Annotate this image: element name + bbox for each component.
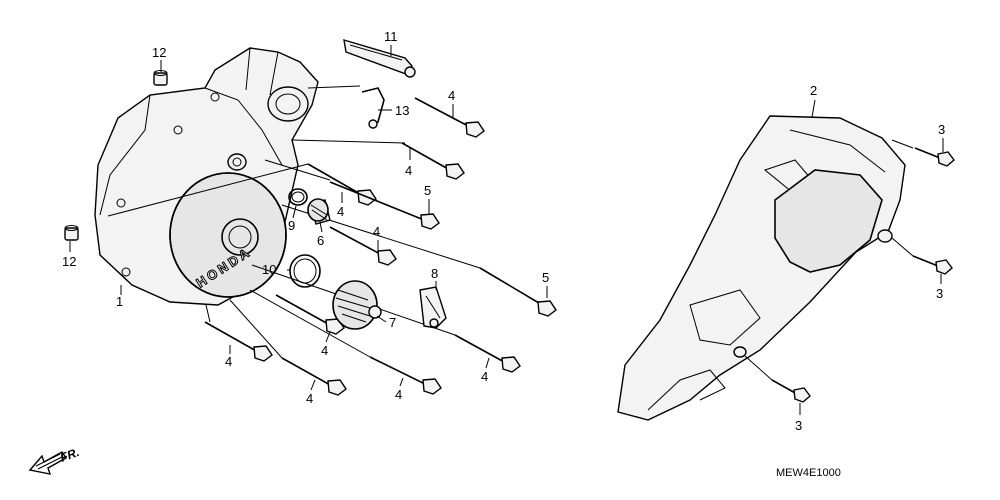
callout-labels: 1 2 3 3 3 4 4 4 4 4 4 4 4 4 5 5 6 7 8 9 … — [62, 29, 945, 433]
callout-4-eighth: 4 — [395, 387, 402, 402]
callout-11: 11 — [384, 29, 398, 44]
callout-13: 13 — [395, 103, 409, 118]
callout-leaders — [69, 45, 944, 415]
o-ring-10 — [289, 254, 321, 288]
clamp-13 — [361, 87, 385, 129]
plug-6 — [307, 198, 331, 225]
arrow-icon — [28, 451, 68, 475]
callout-4-sixth: 4 — [225, 354, 232, 369]
bracket-11 — [343, 39, 416, 78]
bolts-3 — [744, 139, 955, 403]
dowel-pin-12-left — [64, 225, 79, 241]
callout-4-second: 4 — [405, 163, 412, 178]
callout-4-third: 4 — [337, 204, 344, 219]
callout-4-ninth: 4 — [481, 369, 488, 384]
dowel-pin-12-top — [153, 70, 168, 86]
callout-12-top: 12 — [152, 45, 166, 60]
callout-2: 2 — [810, 83, 817, 98]
callout-8: 8 — [431, 266, 438, 281]
callout-5-upper: 5 — [424, 183, 431, 198]
callout-7: 7 — [389, 315, 396, 330]
rear-cover — [617, 115, 906, 421]
callout-3-middle: 3 — [936, 286, 943, 301]
callout-1: 1 — [116, 294, 123, 309]
front-direction-arrow: FR. — [28, 445, 81, 475]
callout-3-top: 3 — [938, 122, 945, 137]
o-ring-9 — [288, 188, 308, 206]
callout-5-lower: 5 — [542, 270, 549, 285]
front-label: FR. — [58, 445, 81, 465]
bolts — [204, 97, 557, 396]
callout-10: 10 — [262, 262, 276, 277]
callout-12-left: 12 — [62, 254, 76, 269]
callout-3-bottom: 3 — [795, 418, 802, 433]
callout-4-seventh: 4 — [306, 391, 313, 406]
callout-4-fourth: 4 — [373, 224, 380, 239]
left-crankcase-cover: HONDA — [94, 47, 319, 306]
diagram-code: MEW4E1000 — [776, 467, 841, 479]
bracket-8 — [419, 286, 447, 329]
cap-7 — [332, 280, 382, 330]
callout-4-top: 4 — [448, 88, 455, 103]
callout-9: 9 — [288, 218, 295, 233]
callout-4-fifth: 4 — [321, 343, 328, 358]
callout-6: 6 — [317, 233, 324, 248]
